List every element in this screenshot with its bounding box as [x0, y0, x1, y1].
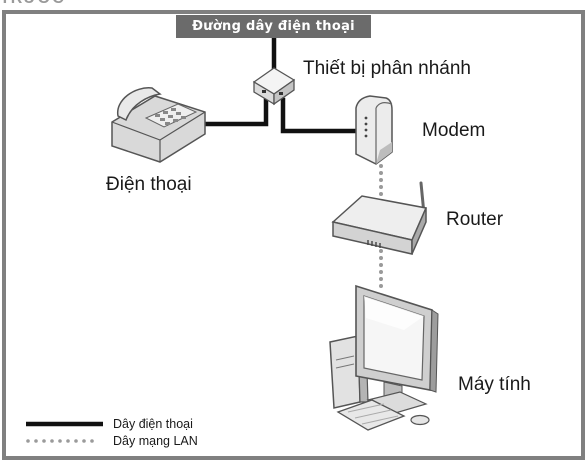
router-icon	[331, 181, 428, 255]
legend-lan-label: Dây mạng LAN	[113, 434, 198, 448]
modem-icon	[355, 95, 393, 165]
phone-line-cables	[202, 35, 361, 134]
modem-label: Modem	[422, 120, 486, 141]
header-cut-text: TRƯỚC	[0, 0, 65, 8]
phone-line-label: Đường dây điện thoại	[176, 15, 371, 38]
cable-splitter-to-modem	[280, 97, 361, 134]
splitter-icon	[252, 67, 296, 106]
phone-label: Điện thoại	[106, 174, 192, 195]
legend-lan-swatch	[26, 439, 94, 443]
cable-splitter-to-phone	[202, 97, 269, 127]
telephone-icon	[111, 87, 206, 163]
frame-border	[2, 10, 585, 460]
computer-label: Máy tính	[458, 374, 531, 395]
computer-icon	[329, 284, 439, 431]
legend-phone-line-label: Dây điện thoại	[113, 417, 193, 431]
router-label: Router	[446, 209, 504, 230]
splitter-label: Thiết bị phân nhánh	[303, 58, 471, 79]
